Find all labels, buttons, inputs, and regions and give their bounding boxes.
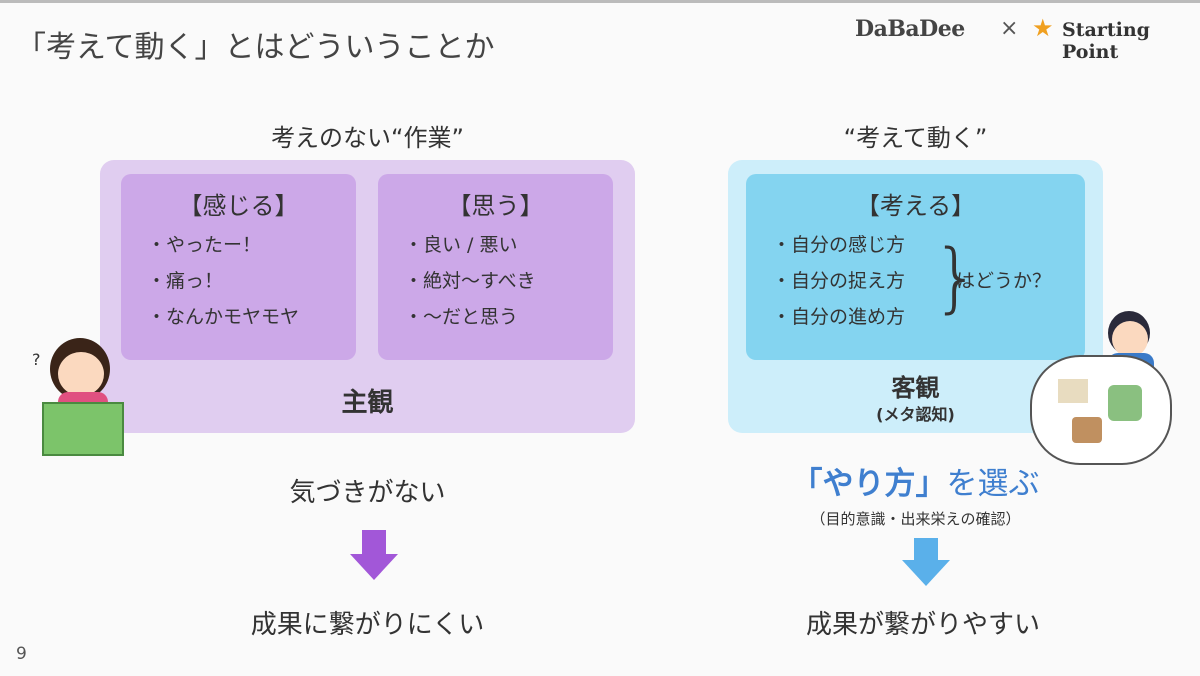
list-item: ・自分の捉え方 [772, 270, 906, 292]
list-item: ・自分の進め方 [772, 306, 906, 328]
list-item: ・痛っ！ [147, 270, 224, 292]
objective-label: 客観 [891, 374, 940, 402]
starting-point-logo: Starting Point [1062, 19, 1150, 63]
right-outcome: 成果が繋がりやすい [805, 610, 1040, 640]
think-box: 【思う】 ・良い / 悪い ・絶対〜すべき ・〜だと思う [378, 174, 613, 360]
choose-method-rest: を選ぶ [946, 466, 1040, 502]
left-caption: 考えのない“作業” [271, 124, 464, 152]
list-item: ・自分の感じ方 [772, 234, 906, 256]
top-border [0, 0, 1200, 3]
no-awareness-text: 気づきがない [289, 478, 446, 508]
think-heading: 【思う】 [447, 192, 544, 220]
page-number: 9 [16, 644, 27, 664]
down-arrow-head [350, 554, 398, 580]
choose-method-text: 「やり方」を選ぶ [728, 458, 1103, 503]
list-item: ・なんかモヤモヤ [147, 306, 300, 328]
list-item: ・良い / 悪い [404, 234, 518, 256]
brace-icon: } [932, 232, 981, 321]
choose-method-note: （目的意識・出来栄えの確認） [810, 510, 1021, 528]
star-icon: ★ [1032, 14, 1054, 42]
slide-title: 「考えて動く」とはどういうことか [16, 30, 495, 65]
list-item: ・〜だと思う [404, 306, 519, 328]
list-item: ・やったー！ [147, 234, 262, 256]
left-outcome: 成果に繋がりにくい [250, 610, 485, 640]
down-arrow-icon [362, 530, 386, 554]
list-item: ・絶対〜すべき [404, 270, 536, 292]
down-arrow-icon [914, 538, 938, 560]
consider-box: 【考える】 ・自分の感じ方 ・自分の捉え方 ・自分の進め方 } はどうか？ [746, 174, 1085, 360]
feel-box: 【感じる】 ・やったー！ ・痛っ！ ・なんかモヤモヤ [121, 174, 356, 360]
consider-heading: 【考える】 [855, 192, 976, 220]
feel-heading: 【感じる】 [178, 192, 299, 220]
thinking-boy-illustration [1028, 305, 1178, 465]
dabadee-logo: DaBaDee [855, 16, 965, 42]
consider-suffix: はどうか？ [956, 270, 1052, 292]
confused-girl-illustration: ? [28, 330, 128, 460]
choose-method-emphasis: 「やり方」 [791, 466, 947, 502]
down-arrow-head [902, 560, 950, 586]
subjective-label: 主観 [341, 388, 394, 418]
times-sign: × [1000, 16, 1019, 41]
right-caption: “考えて動く” [843, 124, 988, 152]
meta-cognition-label: (メタ認知) [876, 405, 955, 424]
